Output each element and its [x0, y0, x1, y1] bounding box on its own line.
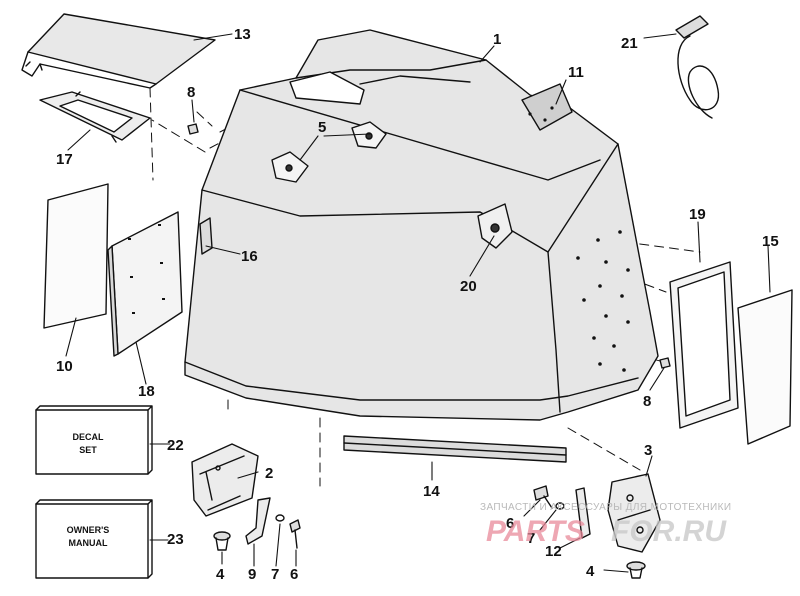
callout-2: 2: [265, 465, 273, 482]
decal-box-line1: DECAL: [73, 432, 105, 442]
manual-box-line2: MANUAL: [69, 538, 108, 548]
callout-17: 17: [56, 151, 73, 168]
side-decal-part: [43, 183, 109, 329]
part-number-callouts: 1 2 3 4 4 5 6 6 7 7 8 8 9 10 11 12 13 14…: [56, 26, 779, 583]
watermark-tagline: ЗАПЧАСТИ И АКСЕССУАРЫ ДЛЯ МОТОТЕХНИКИ: [480, 502, 731, 513]
callout-1: 1: [493, 31, 501, 48]
clip-part: [199, 217, 213, 255]
panel-decal-part: [737, 289, 793, 445]
callout-9: 9: [248, 566, 256, 583]
cable-part: [675, 15, 720, 119]
washer-right-part: [555, 502, 565, 510]
watermark-brand-right: FOR.RU: [611, 515, 727, 548]
grommet-right-part: [626, 561, 646, 579]
side-panel-part: [107, 211, 183, 357]
callout-6-right: 6: [506, 515, 514, 532]
callout-8-top: 8: [187, 84, 195, 101]
cowl-hole-pattern: [528, 106, 630, 372]
callout-13: 13: [234, 26, 251, 43]
callout-21: 21: [621, 35, 638, 52]
screw-top-part: [187, 123, 199, 135]
gasket-ring-part: [39, 91, 151, 143]
callout-4-left: 4: [216, 566, 225, 583]
callout-16: 16: [241, 248, 258, 265]
callout-20: 20: [460, 278, 477, 295]
callout-11: 11: [568, 64, 584, 81]
screw-side-part: [659, 357, 671, 369]
callout-7-right: 7: [527, 530, 535, 547]
callout-7-left: 7: [271, 566, 279, 583]
decal-set-box: [35, 405, 153, 475]
grommet-left-part: [213, 531, 231, 551]
callout-23: 23: [167, 531, 184, 548]
callout-18: 18: [138, 383, 155, 400]
callout-22: 22: [167, 437, 184, 454]
callout-6-left: 6: [290, 566, 298, 583]
engine-cowl-part: [184, 29, 659, 421]
owners-manual-box: [35, 499, 153, 579]
rear-cover-part: [21, 13, 216, 89]
callout-8-side: 8: [643, 393, 651, 410]
lever-part: [575, 487, 591, 539]
callout-4-right: 4: [586, 563, 595, 580]
watermark: ЗАПЧАСТИ И АКСЕССУАРЫ ДЛЯ МОТОТЕХНИКИ PA…: [480, 502, 731, 548]
callout-5: 5: [318, 119, 326, 136]
callout-10: 10: [56, 358, 73, 375]
spring-part: [245, 497, 271, 545]
latch-bracket-part: [191, 443, 259, 517]
screw-right-part: [533, 485, 553, 509]
decal-box-line2: SET: [79, 445, 97, 455]
screw-left-part: [289, 519, 301, 549]
callout-14: 14: [423, 483, 440, 500]
manual-box-line1: OWNER'S: [67, 525, 110, 535]
latch-part: [607, 473, 661, 553]
watermark-brand-left: PARTS: [486, 515, 585, 548]
callout-3: 3: [644, 442, 652, 459]
leader-lines: [65, 33, 771, 573]
washer-left-part: [275, 514, 285, 522]
callout-19: 19: [689, 206, 706, 223]
callout-15: 15: [762, 233, 779, 250]
window-frame-part: [669, 261, 739, 429]
callout-12: 12: [545, 543, 562, 560]
